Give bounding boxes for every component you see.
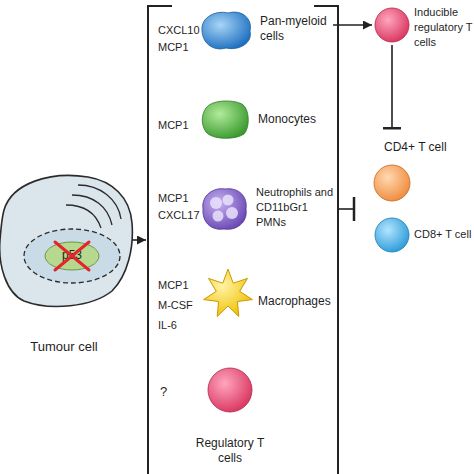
myeloid-cell-label: Pan-myeloid cells [260, 14, 332, 44]
nucleus-shape-part [45, 242, 99, 270]
deletion-cross-part [55, 242, 89, 270]
left-bracket [148, 6, 172, 474]
macrophage-cell-shape [200, 268, 335, 318]
deletion-cross-part [55, 242, 89, 270]
inducible-treg-cell-shape-part [375, 8, 409, 42]
neutrophil-cell-label: Neutrophils and CD11bGr1 PMNs [256, 185, 338, 230]
tumour-cell-shape-part [72, 195, 112, 225]
inducible-treg-cell-label: Inducible regulatory T cells [414, 5, 474, 50]
myeloid-cell-shape-part [202, 12, 251, 49]
right-bracket [314, 6, 338, 474]
tumour-cell-shape-part [66, 205, 101, 228]
tumour-cell-label: Tumour cell [0, 339, 128, 355]
cd4-t-cell-shape [372, 128, 474, 203]
macrophage-cell: Macrophages [200, 268, 335, 318]
chemokine-label: CXCL10 MCP1 [158, 22, 204, 56]
nucleus-shape-part [24, 229, 120, 283]
treg-cell: Regulatory T cells [190, 366, 270, 470]
arrow-connector [333, 24, 372, 26]
cd8-t-cell-label: CD8+ T cell [414, 228, 474, 242]
neutrophil-cell: Neutrophils and CD11bGr1 PMNs [198, 183, 338, 235]
cd4-t-cell-shape-part [374, 165, 410, 201]
inhibition-connector [391, 45, 393, 128]
cd8-t-cell-shape-part [375, 218, 409, 252]
cd4-t-cell-label: CD4+ T cell [384, 140, 474, 155]
treg-cell-label: Regulatory T cells [190, 436, 270, 466]
macrophage-cell-label: Macrophages [258, 294, 335, 309]
tumour-cell-shape-part [0, 175, 132, 306]
cd4-t-cell: CD4+ T cell [372, 128, 474, 203]
monocyte-cell-shape-part [202, 101, 248, 138]
macrophage-cell-shape-part [204, 269, 253, 317]
monocyte-cell: Monocytes [200, 98, 320, 140]
inhibition-line [338, 208, 354, 210]
neutrophil-cell-shape-part [213, 211, 224, 222]
chemokine-label: MCP1 CXCL17 [158, 190, 204, 224]
unknown-mark: ? [160, 384, 180, 400]
deletion-cross [22, 227, 122, 285]
inducible-treg-cell: Inducible regulatory T cells [372, 5, 474, 45]
tumour-cell-shape-part [78, 185, 121, 219]
neutrophil-cell-shape-part [203, 189, 246, 230]
neutrophil-cell-shape-part [223, 195, 234, 206]
myeloid-cell: Pan-myeloid cells [198, 8, 333, 52]
cd8-t-cell: CD8+ T cell [372, 216, 474, 254]
tumour-cell: Tumour cell p53 [0, 165, 140, 360]
inhibition-bar [353, 197, 356, 221]
treg-cell-shape-part [208, 368, 252, 412]
monocyte-cell-label: Monocytes [258, 112, 320, 127]
neutrophil-cell-shape-part [210, 197, 222, 209]
chemokine-label: MCP1 M-CSF IL-6 [158, 275, 204, 335]
nucleus: p53 [22, 227, 122, 285]
neutrophil-cell-shape-part [226, 207, 238, 219]
chemokine-label: MCP1 [158, 117, 204, 134]
